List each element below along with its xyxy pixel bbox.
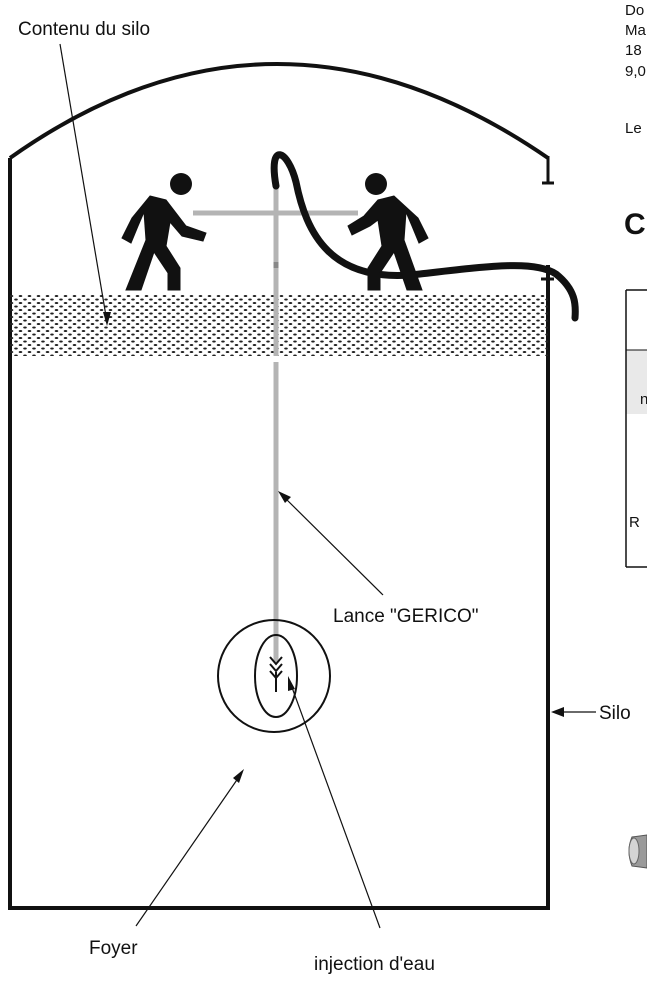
label-lance: Lance "GERICO" (333, 606, 479, 627)
side-table: n R (625, 289, 647, 568)
side-text-line: Ma (625, 22, 646, 39)
label-water-injection: injection d'eau (314, 954, 435, 975)
side-text-line: Do (625, 2, 644, 19)
label-silo: Silo (599, 703, 631, 724)
cylinder-object-fragment (628, 834, 647, 869)
label-foyer: Foyer (89, 938, 138, 959)
silo-structure (8, 62, 554, 910)
side-heading: C (624, 208, 646, 241)
water-hose (270, 151, 579, 322)
silo-contents-layer (10, 294, 548, 356)
side-text-line: Le (625, 120, 642, 137)
flame-oval (254, 634, 298, 718)
foyer-circle (217, 619, 331, 733)
worker-right-icon (347, 173, 429, 291)
silo-roof (8, 62, 550, 160)
side-text-block: Do Ma 18 9,0 Le C (624, 2, 646, 241)
leader-lines (59, 43, 596, 929)
side-text-line: 18 (625, 42, 642, 59)
label-silo-contents: Contenu du silo (18, 19, 150, 40)
gerico-lance (193, 180, 358, 662)
table-fragment: R (629, 514, 640, 531)
foyer-detail (217, 619, 331, 733)
table-fragment: n (640, 391, 647, 408)
water-jet-icon (269, 656, 283, 680)
side-text-line: 9,0 (625, 63, 646, 80)
worker-left-icon (121, 173, 207, 291)
table-shaded-cell (626, 350, 647, 414)
